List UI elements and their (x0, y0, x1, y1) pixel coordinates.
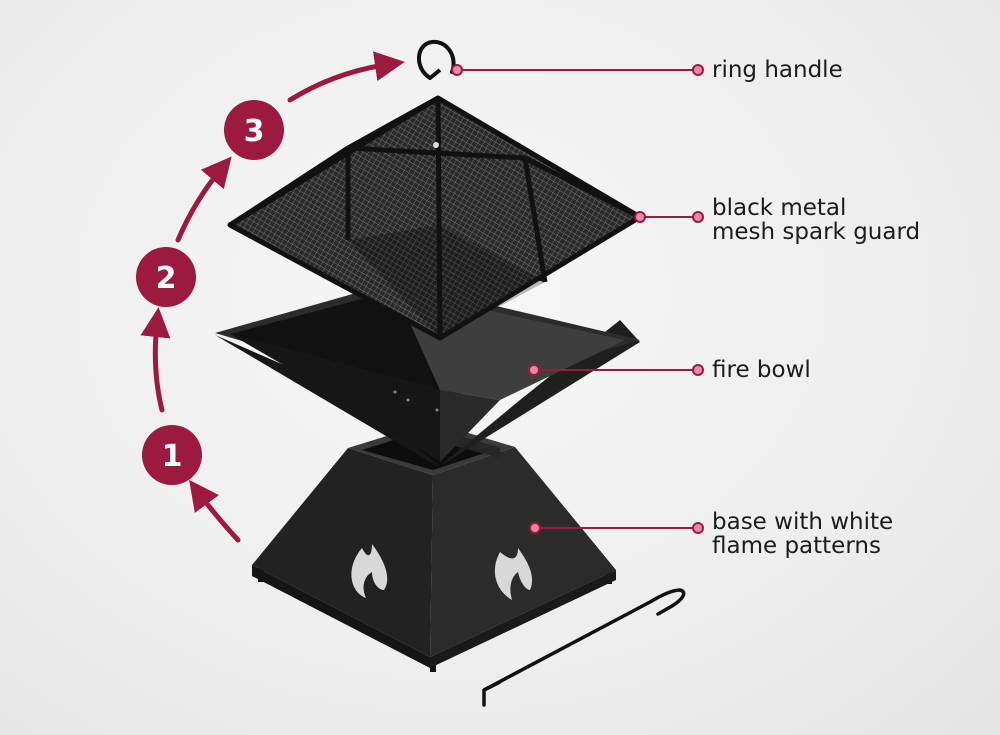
step-1-number: 1 (162, 439, 183, 474)
ring-handle-icon (417, 39, 456, 80)
callout-ring-handle: ring handle (712, 58, 843, 82)
callout-base-line1: base with white (712, 509, 894, 535)
arrow-to-handle (287, 51, 405, 103)
flame-icon (494, 548, 533, 600)
flame-icon (351, 544, 388, 598)
spark-guard-icon (227, 95, 643, 341)
callout-spark-guard: black metal mesh spark guard (712, 196, 920, 244)
poker-icon (482, 588, 686, 707)
callout-fire-bowl: fire bowl (712, 358, 811, 382)
callout-ring-handle-text: ring handle (712, 57, 843, 83)
callout-spark-guard-line1: black metal (712, 195, 847, 221)
callout-fire-bowl-text: fire bowl (712, 357, 811, 383)
fire-bowl-icon (215, 282, 640, 466)
assembly-steps: 1 2 3 (136, 51, 405, 543)
step-2-number: 2 (156, 261, 177, 296)
arrow-to-step-3 (175, 156, 232, 243)
step-2-badge: 2 (136, 247, 196, 307)
callout-base-line2: flame patterns (712, 533, 881, 559)
step-1-badge: 1 (142, 425, 202, 485)
base-icon (252, 422, 616, 672)
callout-lines (451, 64, 704, 534)
callout-spark-guard-line2: mesh spark guard (712, 219, 921, 245)
arrow-to-step-2 (140, 307, 171, 413)
step-3-number: 3 (244, 114, 265, 149)
callout-base: base with white flame patterns (712, 510, 893, 558)
arrow-to-step-1 (189, 479, 241, 543)
step-3-badge: 3 (224, 100, 284, 160)
